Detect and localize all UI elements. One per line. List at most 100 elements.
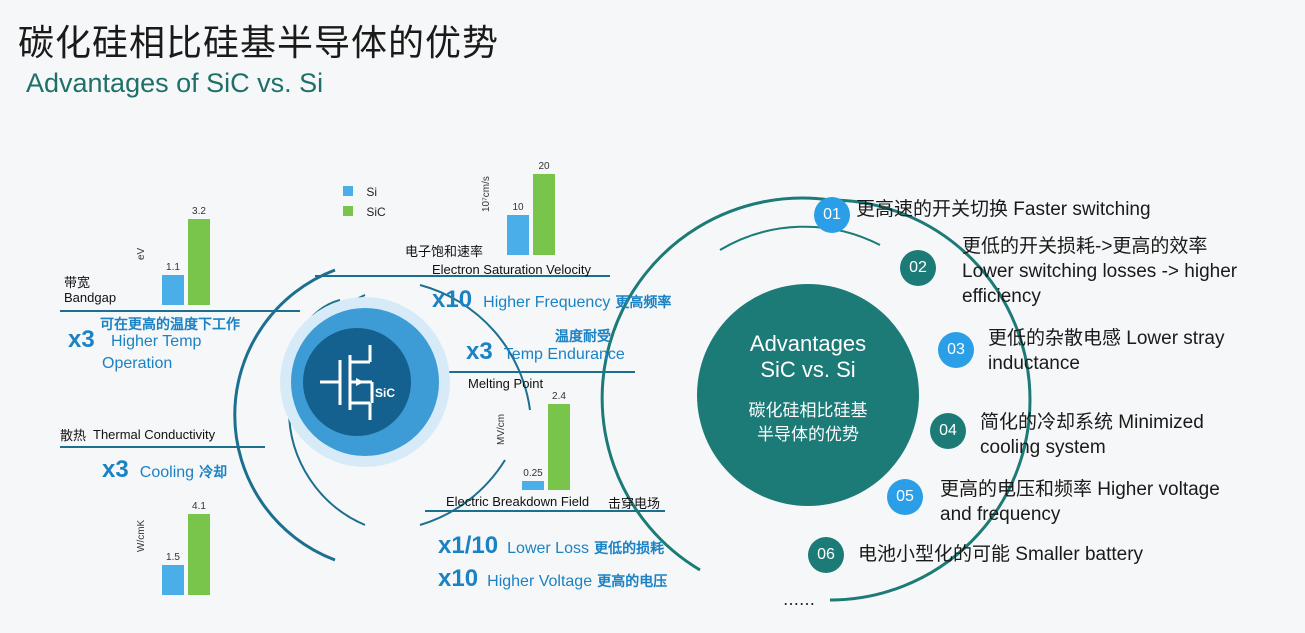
center-en-line2: SiC vs. Si xyxy=(760,357,856,382)
advantage-04-line2: cooling system xyxy=(980,437,1106,458)
chart-bandgap: eV 1.1 3.2 xyxy=(120,205,220,305)
bar-sic xyxy=(533,174,555,255)
center-circle: Advantages SiC vs. Si 碳化硅相比硅基 半导体的优势 xyxy=(697,284,919,506)
advantage-05: 更高的电压和频率 Higher voltage and frequency xyxy=(940,477,1220,527)
bar-sic xyxy=(188,514,210,595)
bandgap-label-cn: 带宽 xyxy=(64,276,91,291)
advantage-02-line3: efficiency xyxy=(962,286,1041,307)
temp-end-mult: x3 xyxy=(466,338,493,365)
legend-swatch-si xyxy=(343,186,353,196)
center-cn-line2: 半导体的优势 xyxy=(757,425,859,445)
thermal-label-cn: 散热 xyxy=(60,429,87,444)
bar-value-label: 2.4 xyxy=(552,391,566,402)
page-title-en: Advantages of SiC vs. Si xyxy=(26,68,324,98)
bar-value-label: 3.2 xyxy=(192,206,206,217)
advantage-06-line1: 电池小型化的可能 Smaller battery xyxy=(858,544,1144,565)
badge-05: 05 xyxy=(887,479,923,515)
voltage-cn: 更高的电压 xyxy=(597,574,668,590)
badge-01: 01 xyxy=(814,197,850,233)
temp-op-mult: x3 xyxy=(68,326,95,353)
cooling-en: Cooling xyxy=(139,464,195,481)
chart-unit: eV xyxy=(136,247,147,260)
esv-label-cn: 电子饱和速率 xyxy=(405,245,484,260)
badge-04: 04 xyxy=(930,413,966,449)
bar-si xyxy=(507,214,529,255)
advantage-01-line1: 更高速的开关切换 Faster switching xyxy=(856,199,1151,220)
badge-06: 06 xyxy=(808,537,844,573)
freq-en: Higher Frequency xyxy=(483,294,611,311)
freq-row: x10 Higher Frequency 更高频率 xyxy=(432,286,671,314)
bar-sic xyxy=(548,404,570,490)
temp-op-cn: 可在更高的温度下工作 xyxy=(100,317,240,333)
chart-unit: 10⁷cm/s xyxy=(481,176,492,213)
cooling-cn: 冷却 xyxy=(199,465,228,481)
legend-item-si: Si xyxy=(343,185,386,205)
badge-03: 03 xyxy=(938,332,974,368)
loss-row: x1/10 Lower Loss 更低的损耗 xyxy=(438,532,664,560)
loss-en: Lower Loss xyxy=(507,540,589,557)
transistor-arrow xyxy=(356,378,364,386)
center-en-line1: Advantages xyxy=(749,331,867,356)
cooling-mult: x3 xyxy=(102,456,129,483)
bar-si xyxy=(522,481,544,490)
ebf-label-en: Electric Breakdown Field xyxy=(446,494,590,509)
advantage-03-line1: 更低的杂散电感 Lower stray xyxy=(988,328,1225,349)
ring-left xyxy=(600,196,831,572)
advantage-06: 电池小型化的可能 Smaller battery xyxy=(858,542,1143,567)
voltage-en: Higher Voltage xyxy=(487,573,593,590)
badge-02: 02 xyxy=(900,250,936,286)
advantage-01: 更高速的开关切换 Faster switching xyxy=(856,197,1151,222)
thermal-label-en: Thermal Conductivity xyxy=(93,427,216,442)
bar-value-label: 1.5 xyxy=(166,552,180,564)
loss-mult: x1/10 xyxy=(438,532,499,559)
temp-end-cn: 温度耐受 xyxy=(555,329,611,345)
advantage-04: 简化的冷却系统 Minimized cooling system xyxy=(980,410,1204,460)
ebf-label-cn: 击穿电场 xyxy=(608,497,661,512)
advantage-02: 更低的开关损耗->更高的效率 Lower switching losses ->… xyxy=(962,234,1237,309)
transistor-icon xyxy=(320,345,374,420)
bar-si xyxy=(162,565,184,595)
ring-top xyxy=(719,225,881,251)
bar-value-label: 1.1 xyxy=(166,262,180,274)
temp-op-en2: Operation xyxy=(102,355,173,372)
advantage-04-line1: 简化的冷却系统 Minimized xyxy=(980,412,1204,433)
bar-sic xyxy=(188,219,210,305)
legend-item-sic: SiC xyxy=(343,205,386,225)
bar-value-label: 4.1 xyxy=(192,501,206,512)
legend-swatch-sic xyxy=(343,206,353,216)
bar-value-label: 10 xyxy=(512,201,524,213)
cooling-row: x3 Cooling 冷却 xyxy=(102,456,227,484)
bar-si xyxy=(162,275,184,305)
advantage-03: 更低的杂散电感 Lower stray inductance xyxy=(988,326,1224,376)
page-title-cn: 碳化硅相比硅基半导体的优势 xyxy=(18,23,500,64)
voltage-mult: x10 xyxy=(438,565,479,592)
arc-left-outer xyxy=(233,268,336,562)
legend: Si SiC xyxy=(343,185,386,225)
esv-label-en: Electron Saturation Velocity xyxy=(432,262,591,277)
freq-cn: 更高频率 xyxy=(615,295,672,311)
freq-mult: x10 xyxy=(432,286,473,313)
temp-end-en: Temp Endurance xyxy=(503,346,625,363)
chart-unit: MV/cm xyxy=(496,413,507,445)
voltage-row: x10 Higher Voltage 更高的电压 xyxy=(438,565,667,593)
bar-value-label: 0.25 xyxy=(523,468,543,480)
temp-end-row: x3 Temp Endurance xyxy=(466,338,625,366)
advantage-02-line1: 更低的开关损耗->更高的效率 xyxy=(962,236,1208,257)
arc-right-lower xyxy=(419,459,506,526)
bandgap-label-en: Bandgap xyxy=(64,290,117,305)
center-cn-line1: 碳化硅相比硅基 xyxy=(748,401,868,421)
arc-right-upper xyxy=(419,284,531,411)
melting-label: Melting Point xyxy=(468,376,544,391)
ring-right xyxy=(829,198,1032,602)
center-title-en: Advantages SiC vs. Si xyxy=(697,331,919,383)
bar-value-label: 20 xyxy=(538,161,550,172)
advantage-05-line2: and frequency xyxy=(940,504,1061,525)
advantage-02-line2: Lower switching losses -> higher xyxy=(962,261,1238,282)
chart-esv: 10⁷cm/s 10 20 xyxy=(455,160,565,255)
chip-label: SiC xyxy=(375,386,396,400)
chart-ebf: MV/cm 0.25 2.4 xyxy=(470,390,580,490)
advantage-03-line2: inductance xyxy=(988,353,1080,374)
ellipsis: …… xyxy=(783,590,815,609)
